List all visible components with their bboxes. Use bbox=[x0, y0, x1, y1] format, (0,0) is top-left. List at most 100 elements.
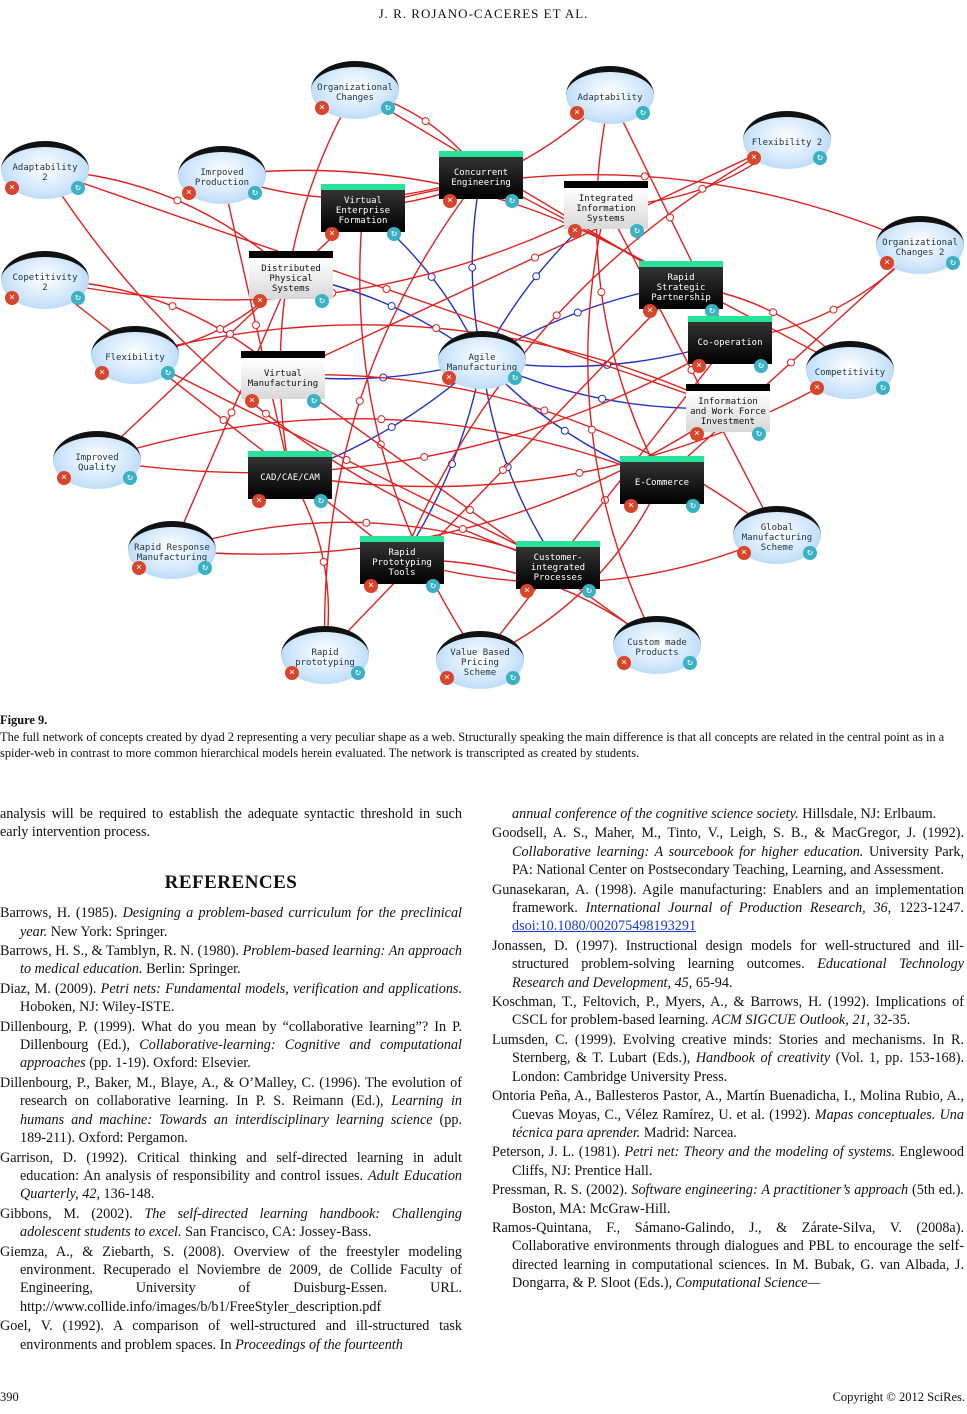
delete-icon[interactable]: × bbox=[643, 304, 657, 318]
concept-node-orgch[interactable]: Organizational Changes×↻ bbox=[311, 61, 399, 119]
delete-icon[interactable]: × bbox=[5, 291, 19, 305]
delete-icon[interactable]: × bbox=[624, 499, 638, 513]
link-arrow-icon[interactable]: ↻ bbox=[505, 194, 519, 208]
concept-node-cip[interactable]: Customer- integrated Processes×↻ bbox=[516, 541, 600, 598]
link-arrow-icon[interactable]: ↻ bbox=[381, 101, 395, 115]
concept-node-flex[interactable]: Flexibility×↻ bbox=[91, 326, 179, 384]
doi-link[interactable]: dsoi:10.1080/002075498193291 bbox=[512, 918, 697, 935]
reference-text: annual conference of the cognitive scien… bbox=[512, 806, 799, 822]
link-arrow-icon[interactable]: ↻ bbox=[754, 359, 768, 373]
delete-icon[interactable]: × bbox=[568, 224, 582, 238]
delete-icon[interactable]: × bbox=[617, 656, 631, 670]
delete-icon[interactable]: × bbox=[440, 671, 454, 685]
reference-text: 32-35. bbox=[870, 1012, 911, 1029]
concept-node-adapt2[interactable]: Adaptability 2×↻ bbox=[1, 141, 89, 199]
reference-entry: Gibbons, M. (2002). The self-directed le… bbox=[0, 1205, 462, 1242]
delete-icon[interactable]: × bbox=[95, 366, 109, 380]
concept-node-rrm[interactable]: Rapid Response Manufacturing×↻ bbox=[128, 521, 216, 579]
concept-node-rproto[interactable]: Rapid prototyping×↻ bbox=[281, 626, 369, 684]
delete-icon[interactable]: × bbox=[690, 427, 704, 441]
link-arrow-icon[interactable]: ↻ bbox=[876, 381, 890, 395]
link-arrow-icon[interactable]: ↻ bbox=[315, 294, 329, 308]
node-label: Value Based Pricing Scheme bbox=[450, 648, 510, 678]
concept-network-diagram: Agile Manufacturing×↻Organizational Chan… bbox=[0, 40, 967, 700]
edge-midpoint-marker bbox=[227, 408, 236, 417]
link-arrow-icon[interactable]: ↻ bbox=[71, 291, 85, 305]
link-arrow-icon[interactable]: ↻ bbox=[351, 666, 365, 680]
concept-node-adapt[interactable]: Adaptability×↻ bbox=[566, 66, 654, 124]
link-arrow-icon[interactable]: ↻ bbox=[946, 256, 960, 270]
concept-node-iwfi[interactable]: Information and Work Force Investment×↻ bbox=[686, 384, 770, 441]
delete-icon[interactable]: × bbox=[747, 151, 761, 165]
delete-icon[interactable]: × bbox=[570, 106, 584, 120]
delete-icon[interactable]: × bbox=[252, 494, 266, 508]
concept-node-impq[interactable]: Improved Quality×↻ bbox=[53, 431, 141, 489]
concept-node-ce[interactable]: Concurrent Engineering×↻ bbox=[439, 151, 523, 208]
concept-node-rpt[interactable]: Rapid Prototyping Tools× ↻ bbox=[360, 536, 444, 593]
link-arrow-icon[interactable]: ↻ bbox=[686, 499, 700, 513]
delete-icon[interactable]: × bbox=[253, 294, 267, 308]
concept-node-orgch2[interactable]: Organizational Changes 2×↻ bbox=[876, 216, 964, 274]
delete-icon[interactable]: × bbox=[364, 579, 378, 593]
delete-icon[interactable]: × bbox=[443, 194, 457, 208]
link-arrow-icon[interactable]: ↻ bbox=[752, 427, 766, 441]
concept-node-agile[interactable]: Agile Manufacturing×↻ bbox=[438, 331, 526, 389]
delete-icon[interactable]: × bbox=[182, 186, 196, 200]
link-arrow-icon[interactable]: ↻ bbox=[123, 471, 137, 485]
delete-icon[interactable]: × bbox=[880, 256, 894, 270]
concept-node-gms[interactable]: Global Manufacturing Scheme× ↻ bbox=[733, 506, 821, 564]
link-arrow-icon[interactable]: ↻ bbox=[198, 561, 212, 575]
concept-node-vm[interactable]: Virtual Manufacturing×↻ bbox=[241, 351, 325, 408]
node-label: Rapid Prototyping Tools bbox=[372, 548, 432, 578]
reference-text: New York: Springer. bbox=[47, 923, 168, 940]
delete-icon[interactable]: × bbox=[5, 181, 19, 195]
concept-node-copet2[interactable]: Copetitivity 2×↻ bbox=[1, 251, 89, 309]
concept-node-vbps[interactable]: Value Based Pricing Scheme× ↻ bbox=[436, 631, 524, 689]
node-label: Global Manufacturing Scheme bbox=[741, 523, 813, 553]
concept-node-vef[interactable]: Virtual Enterprise Formation×↻ bbox=[321, 184, 405, 241]
concept-node-coop[interactable]: Co-operation×↻ bbox=[688, 316, 772, 373]
reference-text: Petri nets: Fundamental models, verifica… bbox=[100, 980, 462, 997]
delete-icon[interactable]: × bbox=[520, 584, 534, 598]
link-arrow-icon[interactable]: ↻ bbox=[426, 579, 440, 593]
concept-node-compet[interactable]: Competitivity×↻ bbox=[806, 341, 894, 399]
link-arrow-icon[interactable]: ↻ bbox=[161, 366, 175, 380]
reference-text: Collaborative-learning: Cognitive and co… bbox=[20, 1037, 462, 1072]
link-arrow-icon[interactable]: ↻ bbox=[705, 304, 719, 318]
caption-text: The full network of concepts created by … bbox=[0, 729, 945, 761]
link-arrow-icon[interactable]: ↻ bbox=[508, 371, 522, 385]
link-arrow-icon[interactable]: ↻ bbox=[630, 224, 644, 238]
link-arrow-icon[interactable]: ↻ bbox=[683, 656, 697, 670]
concept-node-rsp[interactable]: Rapid Strategic Partnership×↻ bbox=[639, 261, 723, 318]
delete-icon[interactable]: × bbox=[442, 371, 456, 385]
link-arrow-icon[interactable]: ↻ bbox=[314, 494, 328, 508]
concept-node-ecom[interactable]: E-Commerce×↻ bbox=[620, 456, 704, 513]
link-arrow-icon[interactable]: ↻ bbox=[71, 181, 85, 195]
delete-icon[interactable]: × bbox=[132, 561, 146, 575]
link-arrow-icon[interactable]: ↻ bbox=[307, 394, 321, 408]
delete-icon[interactable]: × bbox=[692, 359, 706, 373]
delete-icon[interactable]: × bbox=[245, 394, 259, 408]
delete-icon[interactable]: × bbox=[325, 227, 339, 241]
delete-icon[interactable]: × bbox=[315, 101, 329, 115]
concept-node-improd[interactable]: Imrpoved Production×↻ bbox=[178, 146, 266, 204]
concept-node-cad[interactable]: CAD/CAE/CAM×↻ bbox=[248, 451, 332, 508]
link-arrow-icon[interactable]: ↻ bbox=[803, 546, 817, 560]
delete-icon[interactable]: × bbox=[810, 381, 824, 395]
delete-icon[interactable]: × bbox=[285, 666, 299, 680]
link-arrow-icon[interactable]: ↻ bbox=[636, 106, 650, 120]
link-arrow-icon[interactable]: ↻ bbox=[506, 671, 520, 685]
concept-node-cmp[interactable]: Custom made Products×↻ bbox=[613, 616, 701, 674]
link-arrow-icon[interactable]: ↻ bbox=[813, 151, 827, 165]
delete-icon[interactable]: × bbox=[57, 471, 71, 485]
concept-node-flex2[interactable]: Flexibility 2×↻ bbox=[743, 111, 831, 169]
link-arrow-icon[interactable]: ↻ bbox=[582, 584, 596, 598]
link-arrow-icon[interactable]: ↻ bbox=[248, 186, 262, 200]
reference-text: Lumsden, C. (1999). Evolving creative mi… bbox=[492, 1031, 964, 1067]
delete-icon[interactable]: × bbox=[737, 546, 751, 560]
link-arrow-icon[interactable]: ↻ bbox=[387, 227, 401, 241]
reference-text: (Vol. 1, pp. 153-168). London: Cambridge… bbox=[512, 1050, 965, 1085]
concept-node-iis[interactable]: Integrated Information Systems×↻ bbox=[564, 181, 648, 238]
reference-text: Collaborative learning: A sourcebook for… bbox=[512, 843, 864, 860]
concept-node-dps[interactable]: Distributed Physical Systems×↻ bbox=[249, 251, 333, 308]
